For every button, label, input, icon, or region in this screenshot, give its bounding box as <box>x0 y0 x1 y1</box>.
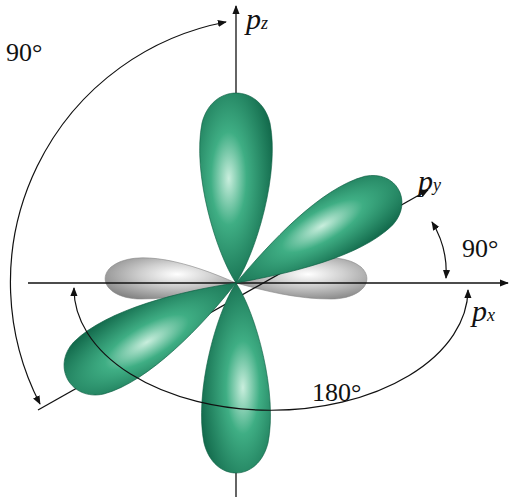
axis-label: px <box>472 296 495 326</box>
angle-arc <box>74 288 468 410</box>
angle-label: 180° <box>312 380 361 406</box>
pz-lobe <box>200 93 273 283</box>
angle-arc <box>432 222 446 278</box>
angle-arc <box>10 22 226 404</box>
x-axis <box>28 282 508 283</box>
angle-label: 90° <box>6 40 42 66</box>
axis-label: pz <box>246 4 268 34</box>
pz-lobe <box>202 283 271 473</box>
axis-label: py <box>418 166 441 196</box>
angle-label: 90° <box>462 236 498 262</box>
